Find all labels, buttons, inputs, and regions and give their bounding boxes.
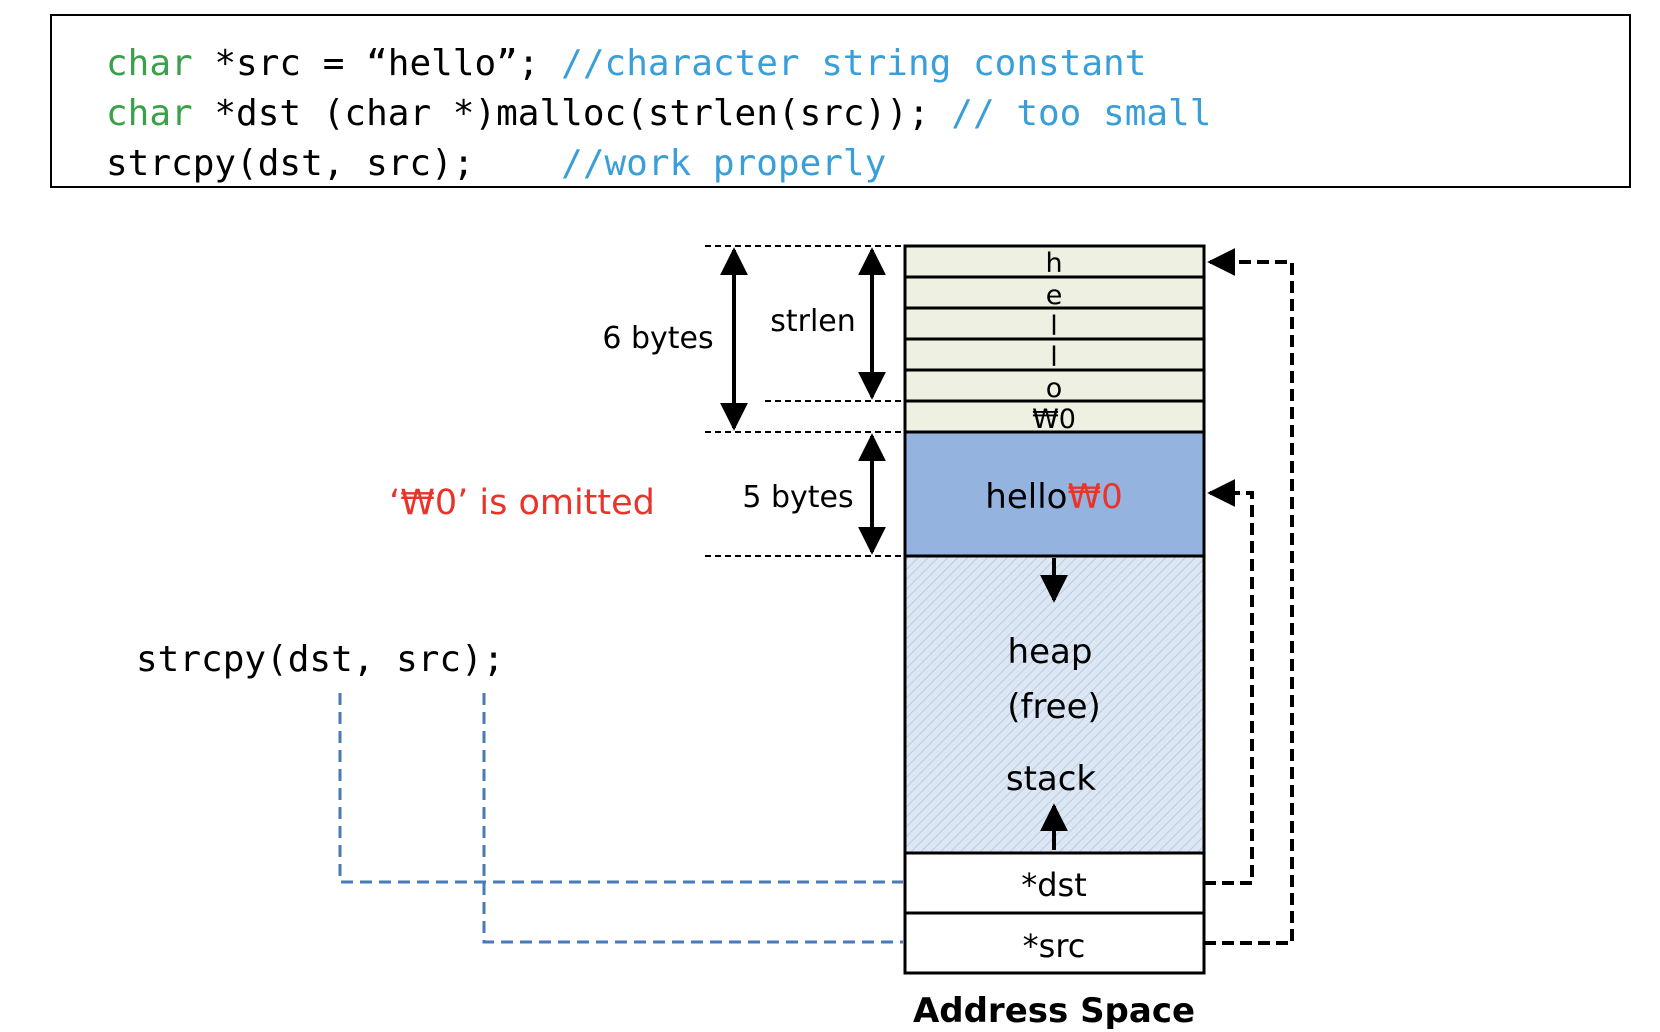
free-label: (free) xyxy=(1007,687,1101,727)
dst-label: *dst xyxy=(1021,866,1087,904)
code-line-1: char *src = “hello”; //character string … xyxy=(106,42,1146,86)
code-keyword: char xyxy=(106,93,193,134)
code-comment: //work properly xyxy=(561,143,887,184)
strlen-label: strlen xyxy=(770,304,856,339)
string-cell-char: e xyxy=(1046,280,1063,311)
strcpy-call-label: strcpy(dst, src); xyxy=(136,639,504,680)
code-line-3: strcpy(dst, src); //work properly xyxy=(106,142,886,186)
string-cell-char: o xyxy=(1046,373,1063,404)
string-constant-cells: h e l l o ₩0 xyxy=(903,244,1206,435)
src-argument-link xyxy=(482,693,903,944)
string-cell-char: l xyxy=(1050,311,1058,342)
dst-argument-link xyxy=(338,693,903,884)
code-box: char *src = “hello”; //character string … xyxy=(50,14,1631,188)
string-cell-char: ₩0 xyxy=(1032,404,1076,435)
code-comment: //character string constant xyxy=(561,43,1147,84)
src-label: *src xyxy=(1023,927,1086,965)
five-bytes-label: 5 bytes xyxy=(742,480,853,515)
six-bytes-label: 6 bytes xyxy=(602,321,713,356)
string-cell-char: l xyxy=(1050,342,1058,373)
code-keyword: char xyxy=(106,43,193,84)
string-cell xyxy=(903,306,1206,341)
src-pointer-arrow xyxy=(1204,248,1294,945)
heap-block-label: hello₩0 xyxy=(985,477,1122,517)
src-pointer-cell xyxy=(903,911,1206,975)
string-cell-char: h xyxy=(1045,248,1062,279)
stack-label: stack xyxy=(1006,759,1097,799)
string-cell xyxy=(903,368,1206,403)
code-comment: // too small xyxy=(951,93,1212,134)
address-space-title: Address Space xyxy=(913,991,1195,1031)
string-cell xyxy=(903,337,1206,372)
dst-pointer-arrow xyxy=(1204,479,1254,885)
null-omitted-note: ‘₩0’ is omitted xyxy=(389,483,655,523)
code-text: *src = “hello”; xyxy=(192,43,562,84)
code-line-2: char *dst (char *)malloc(strlen(src)); /… xyxy=(106,92,1211,136)
heap-label: heap xyxy=(1008,632,1093,672)
measure-guides xyxy=(705,245,905,557)
code-text: strcpy(dst, src); xyxy=(106,143,562,184)
code-text: *dst (char *)malloc(strlen(src)); xyxy=(192,93,952,134)
malloc-heap-block xyxy=(903,430,1206,558)
